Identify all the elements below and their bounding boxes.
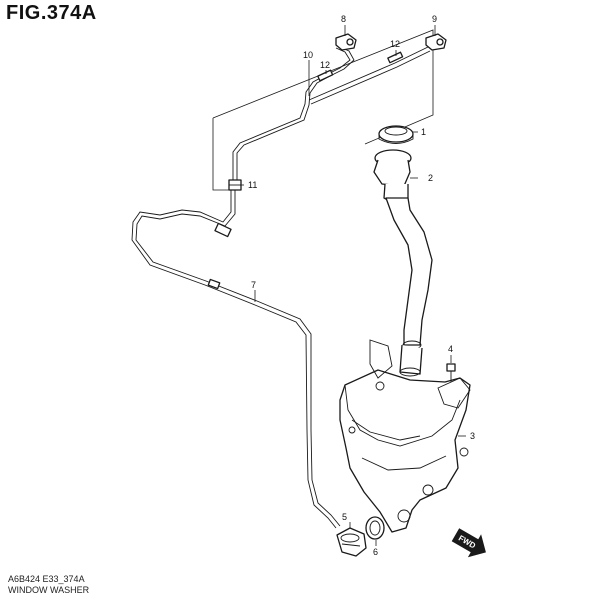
leader-lines [240, 25, 466, 546]
filler-cap [378, 125, 414, 144]
washer-tank [339, 339, 471, 533]
washer-nozzle-8 [335, 33, 357, 51]
callout-5: 5 [342, 512, 347, 522]
bolt [446, 363, 456, 382]
callout-1: 1 [421, 127, 426, 137]
callout-2: 2 [428, 173, 433, 183]
hose-joint-11 [228, 179, 242, 191]
hose-connector-12a [317, 69, 334, 82]
hose-connector-12b [387, 51, 404, 64]
callout-10: 10 [303, 50, 313, 60]
callout-8: 8 [341, 14, 346, 24]
callout-11: 11 [248, 180, 257, 190]
callout-12a: 12 [320, 60, 330, 70]
figure-name: WINDOW WASHER [8, 585, 90, 595]
callout-4: 4 [448, 344, 453, 354]
filler-neck [373, 149, 412, 203]
washer-hose-7 [131, 190, 341, 529]
callout-9: 9 [432, 14, 437, 24]
callout-12b: 12 [390, 39, 400, 49]
filler-hose [385, 197, 433, 377]
callout-3: 3 [470, 431, 475, 441]
upper-washer-hose [232, 46, 431, 186]
figure-title: FIG.374A [6, 2, 97, 24]
fwd-arrow: FWD [451, 528, 486, 558]
figure-code: A6B424 E33_374A [8, 574, 85, 584]
callout-6: 6 [373, 547, 378, 557]
washer-nozzle-9 [425, 33, 447, 51]
callout-labels: 8 9 10 12 12 11 1 2 7 4 3 5 6 [248, 14, 475, 557]
pump-grommet [365, 516, 385, 540]
callout-7: 7 [251, 280, 256, 290]
washer-pump [336, 527, 367, 557]
